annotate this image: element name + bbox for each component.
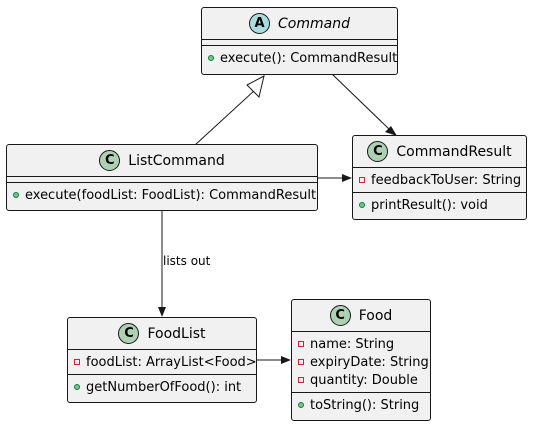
class-name: ListCommand bbox=[128, 152, 225, 169]
field: feedbackToUser: String bbox=[359, 171, 526, 189]
class-list-command[interactable]: C ListCommand execute(foodList: FoodList… bbox=[6, 144, 318, 211]
class-header: A Command bbox=[202, 8, 397, 39]
arrowhead bbox=[342, 174, 352, 182]
class-icon: C bbox=[99, 150, 121, 171]
methods-section: execute(foodList: FoodList): CommandResu… bbox=[7, 182, 317, 207]
class-food[interactable]: C Food name: String expiryDate: String q… bbox=[291, 299, 431, 421]
method: getNumberOfFood(): int bbox=[74, 378, 256, 396]
class-header: C Food bbox=[292, 300, 430, 331]
public-icon bbox=[74, 384, 80, 390]
fields-section bbox=[7, 176, 317, 182]
class-header: C FoodList bbox=[68, 318, 256, 349]
methods-section: execute(): CommandResult bbox=[202, 45, 397, 70]
arrowhead bbox=[385, 126, 397, 136]
class-name: Command bbox=[278, 15, 350, 32]
methods-section: getNumberOfFood(): int bbox=[68, 374, 256, 399]
private-icon bbox=[298, 377, 304, 383]
fields-section bbox=[202, 39, 397, 45]
arrowhead bbox=[158, 307, 166, 317]
field: name: String bbox=[298, 335, 430, 353]
field: foodList: ArrayList<Food> bbox=[74, 353, 257, 371]
class-icon: C bbox=[118, 323, 140, 344]
inheritance-arrowhead bbox=[246, 75, 265, 98]
class-name: CommandResult bbox=[396, 143, 512, 160]
private-icon bbox=[74, 359, 80, 365]
abstract-class-icon: A bbox=[249, 13, 271, 34]
fields-section: name: String expiryDate: String quantity… bbox=[292, 331, 430, 392]
class-icon: C bbox=[367, 141, 389, 162]
class-header: C CommandResult bbox=[353, 136, 526, 167]
public-icon bbox=[359, 202, 365, 208]
fields-section: foodList: ArrayList<Food> bbox=[68, 349, 257, 374]
arrowhead bbox=[281, 356, 291, 364]
class-food-list[interactable]: C FoodList foodList: ArrayList<Food> get… bbox=[67, 317, 257, 403]
class-header: C ListCommand bbox=[7, 145, 317, 176]
method: printResult(): void bbox=[359, 196, 526, 214]
method: execute(): CommandResult bbox=[208, 49, 397, 67]
class-icon: C bbox=[329, 305, 351, 326]
private-icon bbox=[298, 359, 304, 365]
edge-label-lists-out: lists out bbox=[163, 254, 211, 268]
class-command-result[interactable]: C CommandResult feedbackToUser: String p… bbox=[352, 135, 527, 220]
public-icon bbox=[298, 402, 304, 408]
field: expiryDate: String bbox=[298, 353, 430, 371]
class-name: FoodList bbox=[147, 325, 206, 342]
methods-section: toString(): String bbox=[292, 392, 430, 417]
association-line-command-result bbox=[331, 73, 390, 130]
inheritance-line bbox=[194, 89, 256, 146]
methods-section: printResult(): void bbox=[353, 192, 526, 217]
class-name: Food bbox=[358, 307, 393, 324]
method: execute(foodList: FoodList): CommandResu… bbox=[13, 186, 317, 204]
public-icon bbox=[13, 192, 19, 198]
method: toString(): String bbox=[298, 396, 430, 414]
class-command[interactable]: A Command execute(): CommandResult bbox=[201, 7, 398, 75]
fields-section: feedbackToUser: String bbox=[353, 167, 526, 192]
private-icon bbox=[359, 177, 365, 183]
private-icon bbox=[298, 341, 304, 347]
field: quantity: Double bbox=[298, 371, 430, 389]
public-icon bbox=[208, 55, 214, 61]
